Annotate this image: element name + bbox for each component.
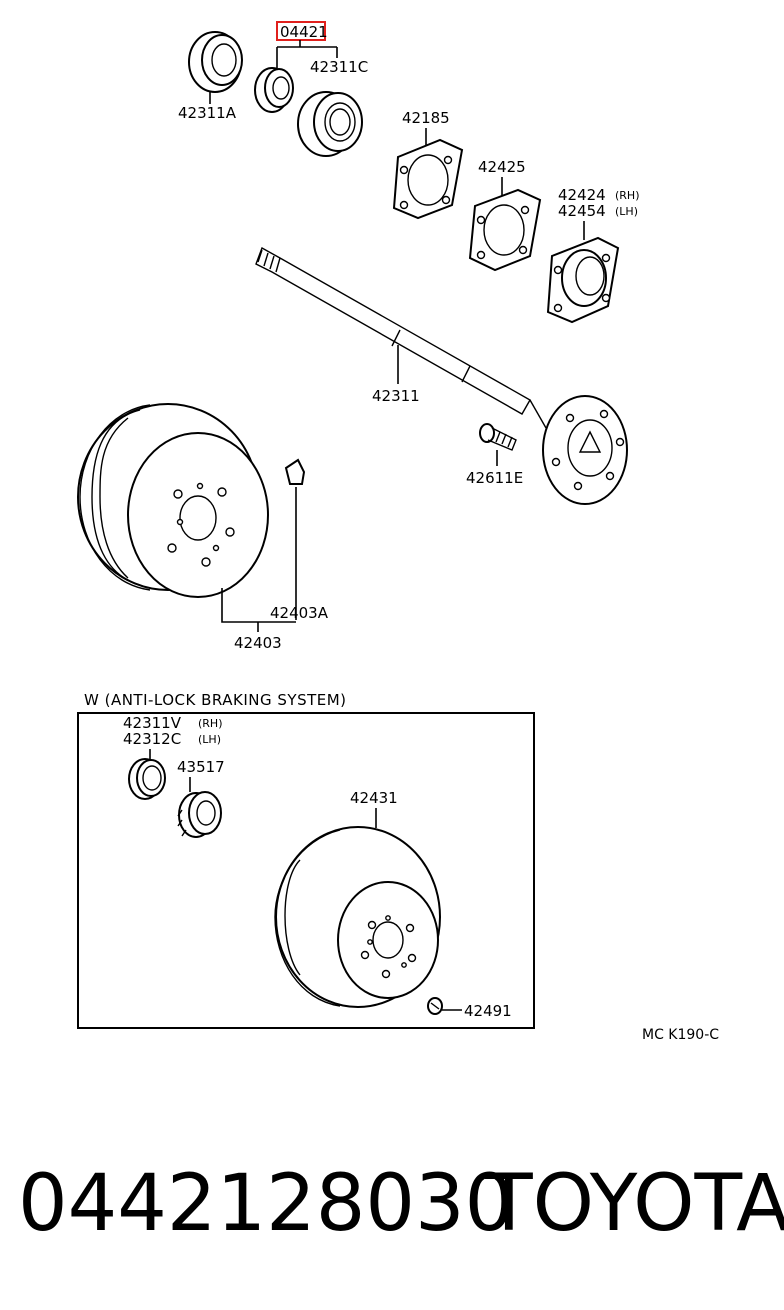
callout-42424: 42424 — [558, 186, 606, 204]
callout-42311C: 42311C — [310, 58, 368, 76]
callout-42185: 42185 — [402, 109, 450, 127]
callout-42312C-side: (LH) — [198, 733, 221, 746]
abs-box-frame — [77, 712, 535, 1029]
callout-43517: 43517 — [177, 758, 225, 776]
footer-brand-name: TOYOTA — [485, 1159, 784, 1249]
catalog-reference: MC K190-C — [642, 1027, 719, 1043]
callout-42403: 42403 — [234, 634, 282, 652]
callout-42425: 42425 — [478, 158, 526, 176]
abs-box-title: W (ANTI-LOCK BRAKING SYSTEM) — [84, 691, 347, 709]
gasket-part — [392, 138, 464, 220]
abs-rotor-ring-part — [177, 791, 222, 838]
callout-42311V-side: (RH) — [198, 717, 223, 730]
shim-part — [468, 188, 542, 272]
retainer-plate-part — [546, 236, 620, 324]
abs-oil-seal-part — [128, 758, 166, 800]
callout-04421-label: 04421 — [280, 23, 328, 41]
callout-04421[interactable]: 04421 — [276, 21, 328, 41]
callout-42311A: 42311A — [178, 104, 237, 122]
callout-42454-side: (LH) — [615, 205, 638, 218]
callout-42403A: 42403A — [270, 604, 329, 622]
disc-screw-part — [427, 997, 443, 1015]
footer-part-number: 0442128030 — [18, 1159, 515, 1249]
callout-42611E: 42611E — [466, 469, 523, 487]
callout-42312C: 42312C — [123, 730, 181, 748]
callout-42431: 42431 — [350, 789, 398, 807]
oil-seal-part — [188, 31, 243, 93]
callout-42424-side: (RH) — [615, 189, 640, 202]
bearing-part — [297, 91, 363, 157]
callout-42491: 42491 — [464, 1002, 512, 1020]
callout-42454: 42454 — [558, 202, 606, 220]
callout-42311V: 42311V — [123, 714, 182, 732]
brake-drum-part — [77, 403, 269, 598]
retainer-ring-part — [254, 67, 294, 113]
hole-plug-part — [284, 458, 306, 485]
axle-shaft-part — [255, 246, 628, 505]
brake-disc-part — [274, 826, 441, 1008]
callout-42311: 42311 — [372, 387, 420, 405]
hub-bolt-part — [479, 423, 517, 451]
